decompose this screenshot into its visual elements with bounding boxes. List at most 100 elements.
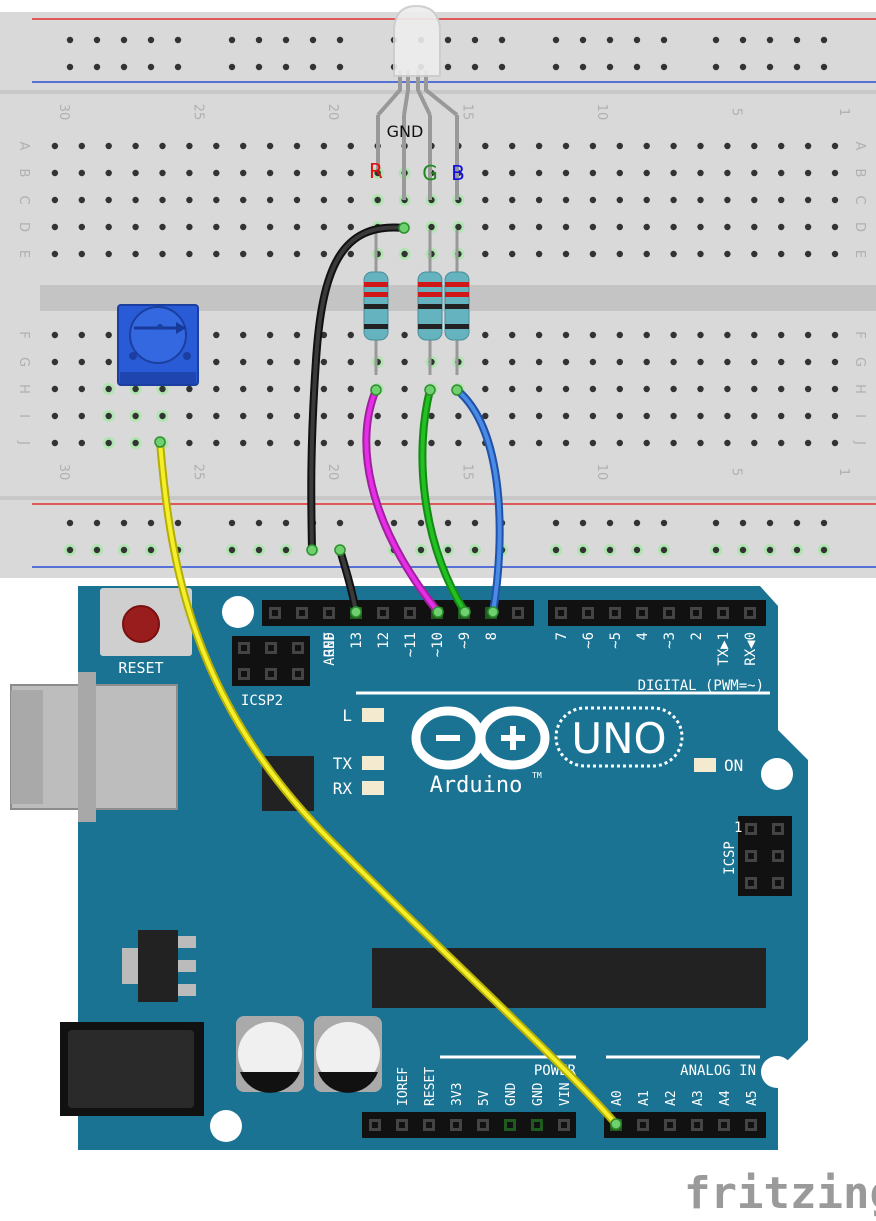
breadboard-hole — [213, 358, 220, 366]
breadboard-hole — [266, 358, 274, 366]
breadboard-hole — [535, 385, 543, 393]
mount-hole-3 — [210, 1110, 242, 1142]
rail-hole — [766, 519, 774, 527]
breadboard-hole — [670, 169, 677, 177]
digital-pin-label: 8 — [484, 632, 500, 640]
breadboard-hole — [428, 223, 435, 231]
breadboard-hole — [213, 142, 220, 150]
breadboard-hole — [320, 412, 328, 420]
breadboard-hole — [482, 142, 489, 150]
breadboard-hole — [562, 385, 570, 393]
breadboard-hole — [751, 223, 758, 231]
breadboard-hole — [509, 412, 516, 420]
rail-hole — [444, 546, 452, 554]
rail-hole — [255, 519, 263, 527]
breadboard-hole — [778, 412, 785, 420]
rail-hole — [120, 36, 128, 44]
breadboard-hole — [51, 412, 59, 420]
breadboard-hole — [105, 196, 112, 204]
breadboard-hole — [293, 358, 301, 366]
breadboard-hole — [266, 169, 274, 177]
rail-hole — [66, 63, 74, 71]
resistors[interactable] — [363, 230, 470, 375]
breadboard-hole — [482, 223, 489, 231]
breadboard-hole — [374, 439, 381, 447]
rail-hole — [147, 63, 155, 71]
brand-tm: TM — [532, 771, 542, 780]
row-letter: F — [852, 331, 867, 338]
capacitor-1 — [236, 1016, 304, 1093]
breadboard-hole — [213, 223, 220, 231]
column-number: 15 — [459, 464, 474, 481]
breadboard-hole — [240, 385, 247, 393]
breadboard-hole — [266, 385, 274, 393]
row-letter: J — [852, 440, 867, 445]
breadboard-hole — [213, 331, 220, 339]
breadboard-hole — [186, 385, 193, 393]
row-letter: B — [852, 169, 867, 178]
breadboard-hole — [455, 223, 462, 231]
rail-hole — [309, 36, 317, 44]
breadboard-hole — [240, 250, 247, 258]
rail-hole — [147, 546, 155, 554]
breadboard-hole — [78, 169, 86, 177]
breadboard-hole — [51, 142, 59, 150]
breadboard-hole — [643, 250, 650, 258]
breadboard-hole — [320, 142, 328, 150]
breadboard-hole — [562, 412, 570, 420]
potentiometer[interactable] — [117, 304, 199, 386]
rail-hole — [579, 546, 587, 554]
row-letter: J — [16, 440, 31, 445]
breadboard-hole — [724, 169, 731, 177]
rail-hole — [739, 36, 747, 44]
voltage-regulator — [122, 930, 196, 1002]
breadboard-hole — [616, 358, 623, 366]
rail-hole — [336, 36, 344, 44]
rail-hole — [633, 36, 641, 44]
led-tx-label: TX — [333, 754, 353, 773]
breadboard-hole — [132, 169, 139, 177]
rail-hole — [147, 36, 155, 44]
rgb-led[interactable]: GND R G B — [369, 4, 465, 200]
breadboard-hole — [509, 223, 516, 231]
power-pin-label: 5V — [477, 1090, 492, 1106]
wire-end-dot — [432, 606, 444, 618]
row-letter: G — [16, 357, 31, 367]
column-number: 5 — [728, 108, 743, 116]
rail-hole — [793, 63, 801, 71]
led-rx-indicator — [362, 781, 384, 795]
breadboard-hole — [804, 196, 812, 204]
breadboard-hole — [562, 169, 570, 177]
breadboard-hole — [240, 331, 247, 339]
breadboard-hole — [78, 439, 86, 447]
digital-pin-label: 12 — [376, 632, 392, 649]
digital-pin-label: 4 — [635, 632, 651, 640]
breadboard-hole — [78, 223, 86, 231]
breadboard-hole — [724, 358, 731, 366]
rail-hole — [471, 519, 479, 527]
rail-hole — [228, 63, 236, 71]
reset-button-cap[interactable] — [122, 605, 160, 643]
breadboard-hole — [697, 169, 704, 177]
breadboard-hole — [562, 358, 570, 366]
rail-hole — [444, 36, 452, 44]
breadboard-hole — [401, 439, 408, 447]
rail-hole — [606, 63, 614, 71]
breadboard-hole — [697, 412, 704, 420]
breadboard-hole — [562, 223, 570, 231]
led-r-label: R — [369, 159, 383, 183]
wire-end-dot — [487, 606, 499, 618]
row-letter: B — [16, 169, 31, 178]
row-letter: E — [852, 250, 867, 258]
brand-name: Arduino — [430, 773, 523, 798]
rail-hole — [471, 546, 479, 554]
led-tx-indicator — [362, 756, 384, 770]
breadboard-hole — [562, 331, 570, 339]
breadboard-hole — [293, 223, 301, 231]
breadboard-hole — [186, 223, 193, 231]
wires[interactable] — [154, 222, 622, 1130]
digital-pin-label: ~11 — [403, 632, 419, 657]
